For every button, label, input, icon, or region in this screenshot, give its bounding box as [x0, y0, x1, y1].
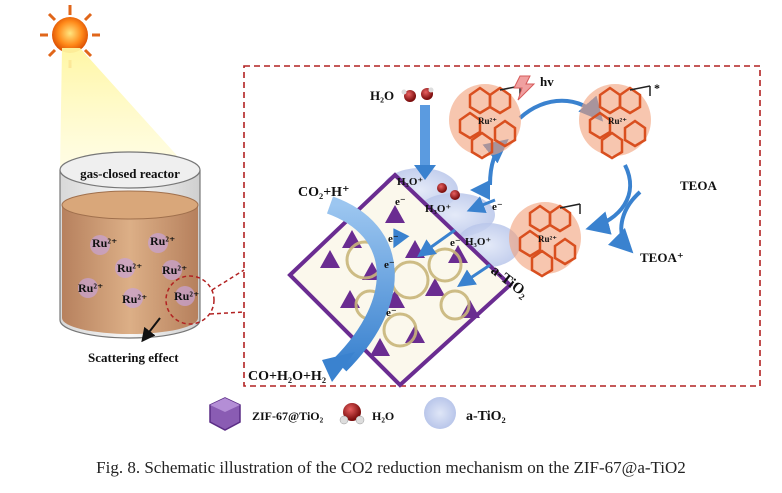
ru-particle	[115, 258, 135, 278]
light-beam	[60, 48, 190, 170]
zif-legend-icon	[209, 397, 241, 431]
excited-star: *	[654, 81, 660, 95]
electron-label: e⁻	[384, 259, 395, 271]
co2-reduction-arrow	[326, 196, 395, 372]
legend-h2o-label: H₂O	[372, 409, 394, 423]
electron-injection-arrowhead	[470, 180, 490, 200]
ru-label: Ru²⁺	[174, 289, 199, 303]
ru-complex-label: Ru²⁺	[478, 116, 497, 126]
ru-particle	[78, 278, 98, 298]
ru-complex-ground	[449, 84, 521, 160]
ru-complex-label: Ru²⁺	[608, 116, 627, 126]
mechanism-box	[243, 65, 761, 387]
water-arrowhead	[414, 165, 436, 180]
reactor-label: gas-closed reactor	[80, 166, 180, 181]
zoom-connector	[211, 269, 245, 291]
legend: ZIF-67@TiO₂ H₂O a-TiO₂	[209, 397, 506, 431]
scattering-label: Scattering effect	[88, 350, 179, 365]
ru-complex-excited	[579, 84, 651, 160]
figure-caption: Fig. 8. Schematic illustration of the CO…	[96, 458, 686, 477]
ru-complex-label: Ru²⁺	[538, 234, 557, 244]
lightning-icon	[513, 75, 536, 101]
teoa-arrow	[607, 190, 642, 254]
h2o-legend-icon	[339, 403, 365, 425]
reductive-quench-arrow	[585, 164, 632, 235]
ru-complex-reduced	[509, 202, 581, 278]
ru-label: Ru²⁺	[78, 281, 103, 295]
ru-particle	[123, 288, 143, 308]
ru-label: Ru²⁺	[122, 292, 147, 306]
product-label: CO+H₂O+H₂	[248, 369, 326, 384]
ru-particle	[175, 286, 195, 306]
hv-label: hv	[540, 74, 554, 89]
legend-atio2-label: a-TiO₂	[466, 409, 506, 424]
ru-particle	[90, 235, 110, 255]
ru-label: Ru²⁺	[117, 261, 142, 275]
electron-label: e⁻	[450, 237, 461, 249]
water-dots	[437, 183, 460, 200]
ru-particle	[162, 260, 182, 280]
electron-label: e⁻	[395, 196, 406, 208]
ru-label: Ru²⁺	[150, 234, 175, 248]
teoa-plus-label: TEOA⁺	[640, 250, 684, 265]
co2-reduction-arrowhead	[322, 352, 355, 382]
electron-label: e⁻	[388, 233, 399, 245]
water-molecule-icon	[401, 87, 434, 102]
ru-particles	[78, 233, 195, 308]
sun-icon	[40, 5, 100, 68]
electron-arrows	[393, 196, 496, 287]
h3o-label: H₃O⁺	[425, 203, 451, 215]
zoom-circle	[165, 275, 215, 325]
h3o-label: H₃O⁺	[465, 236, 491, 248]
zoom-connector	[209, 311, 245, 315]
teoa-label: TEOA	[680, 178, 717, 193]
ru-particle	[148, 233, 168, 253]
co2-label: CO₂+H⁺	[298, 185, 349, 200]
electron-label: e⁻	[492, 201, 503, 213]
atio2-legend-icon	[424, 397, 456, 429]
legend-zif-label: ZIF-67@TiO₂	[252, 409, 324, 423]
electron-label: e⁻	[386, 307, 397, 319]
ru-label: Ru²⁺	[92, 236, 117, 250]
h3o-label: H₃O⁺	[397, 176, 423, 188]
h2o-label: H₂O	[370, 88, 394, 103]
ru-label: Ru²⁺	[162, 263, 187, 277]
scattering-arrow	[141, 317, 161, 343]
